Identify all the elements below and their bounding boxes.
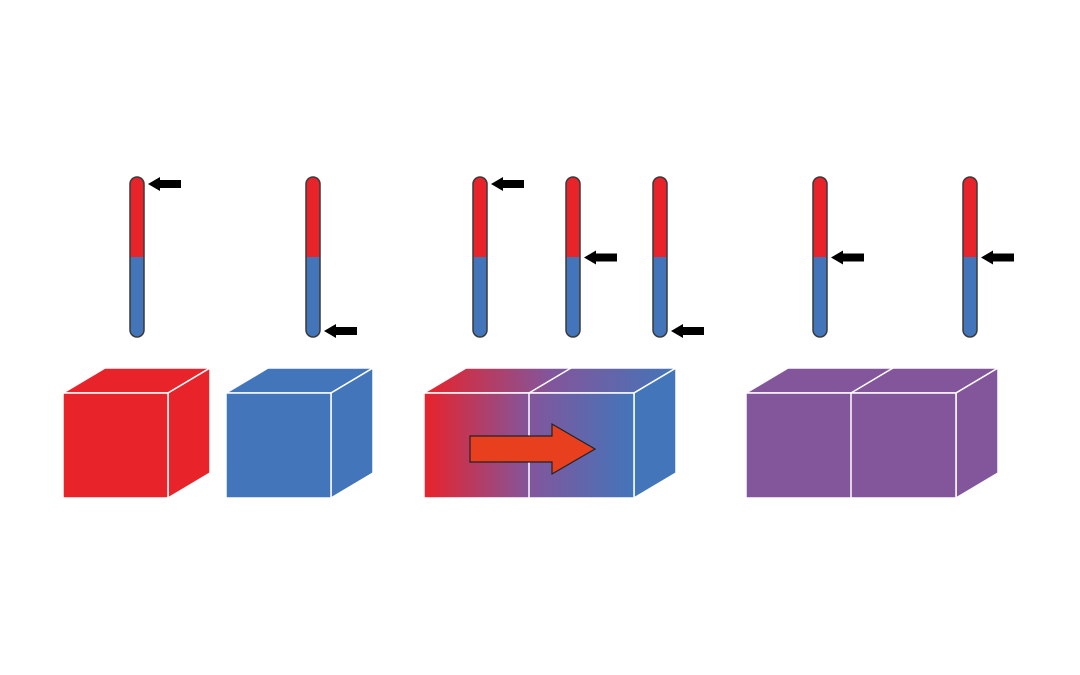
- temperature-pointer-arrow-icon: [491, 177, 524, 191]
- thermometer-outline: [129, 176, 145, 338]
- thermometer-hot-block: [129, 176, 181, 338]
- temperature-pointer-arrow-icon: [148, 177, 181, 191]
- thermometer-hot-section: [473, 177, 487, 257]
- temperature-pointer-arrow-icon: [584, 250, 617, 265]
- stage-separate: [60, 366, 376, 500]
- thermometer-outline: [472, 176, 488, 338]
- thermometer-outline: [565, 176, 581, 338]
- temperature-pointer-arrow-icon: [831, 250, 864, 265]
- stage-in-contact: [421, 366, 679, 500]
- thermometer-cold-section: [653, 257, 667, 337]
- heat-flow-arrow-icon: [469, 422, 597, 476]
- thermometers: [129, 176, 1014, 338]
- thermometer-fill: [566, 177, 580, 337]
- thermometer-outline: [962, 176, 978, 338]
- thermometer-cold-section: [306, 257, 320, 337]
- thermometer-cold-section: [813, 257, 827, 337]
- temperature-pointer-arrow-icon: [981, 250, 1014, 265]
- thermometer-contact-left: [472, 176, 524, 338]
- hot-cube-front: [62, 392, 169, 499]
- thermometer-hot-section: [130, 177, 144, 257]
- hot-cube: [60, 366, 213, 500]
- thermometer-outline: [652, 176, 668, 338]
- thermometer-equilibrium-left: [812, 176, 864, 338]
- thermometer-hot-section: [813, 177, 827, 257]
- thermometer-fill: [963, 177, 977, 337]
- thermometer-outline: [812, 176, 828, 338]
- thermometer-fill: [473, 177, 487, 337]
- thermometer-outline: [305, 176, 321, 338]
- contact-divider-top: [528, 367, 572, 394]
- thermometer-contact-middle: [565, 176, 617, 338]
- temperature-pointer-arrow-icon: [671, 324, 704, 338]
- cold-cube: [223, 366, 376, 500]
- thermometer-cold-section: [130, 257, 144, 337]
- thermometer-equilibrium-right: [962, 176, 1014, 338]
- thermometer-fill: [653, 177, 667, 337]
- thermometer-fill: [130, 177, 144, 337]
- thermometer-contact-right: [652, 176, 704, 338]
- thermometer-fill: [813, 177, 827, 337]
- thermometer-cold-block: [305, 176, 357, 338]
- thermometer-hot-section: [653, 177, 667, 257]
- equilibrium-divider-top: [850, 367, 894, 394]
- cold-cube-front: [225, 392, 332, 499]
- thermometer-fill: [306, 177, 320, 337]
- stage-equilibrium: [743, 366, 1001, 500]
- thermometer-hot-section: [306, 177, 320, 257]
- thermometer-hot-section: [566, 177, 580, 257]
- thermometer-cold-section: [473, 257, 487, 337]
- thermometer-cold-section: [566, 257, 580, 337]
- thermometer-hot-section: [963, 177, 977, 257]
- thermometer-cold-section: [963, 257, 977, 337]
- temperature-pointer-arrow-icon: [324, 324, 357, 338]
